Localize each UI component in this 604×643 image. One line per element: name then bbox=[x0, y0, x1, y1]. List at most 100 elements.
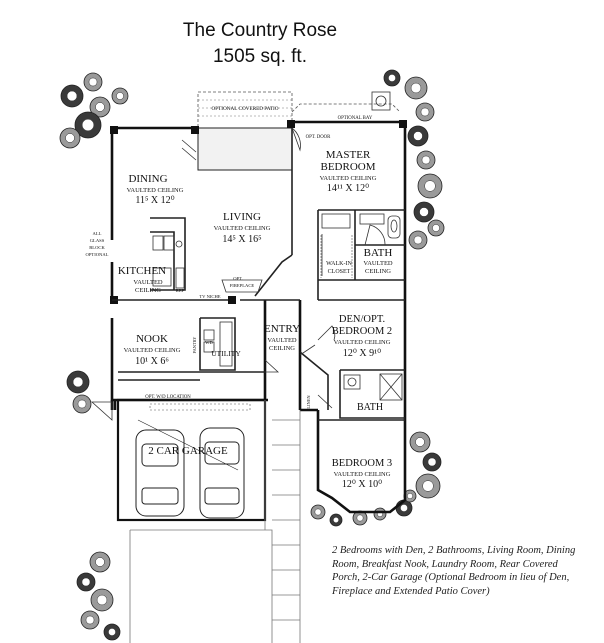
shrub-center bbox=[81, 577, 91, 587]
shrub-center bbox=[72, 376, 84, 388]
master-ceiling: VAULTED CEILING bbox=[320, 175, 377, 182]
garage bbox=[116, 398, 267, 522]
master-bath-fixtures bbox=[321, 213, 401, 276]
closet-label-1: WALK-IN bbox=[326, 261, 352, 267]
plan-square-footage: 1505 sq. ft. bbox=[212, 46, 307, 67]
living-label: LIVING bbox=[223, 211, 261, 223]
shrub-center bbox=[400, 504, 408, 512]
bay-note: OPTIONAL BAY bbox=[338, 116, 373, 121]
doors bbox=[90, 127, 386, 421]
shrub-center bbox=[81, 118, 95, 132]
driveway bbox=[129, 400, 301, 643]
bath1-ceiling-2: CEILING bbox=[365, 268, 391, 275]
shrub-center bbox=[427, 457, 437, 467]
shrub-center bbox=[421, 155, 431, 165]
plan-title: The Country Rose bbox=[182, 20, 338, 41]
dining-ceiling: VAULTED CEILING bbox=[127, 187, 184, 194]
living-dims: 14⁵ X 16⁵ bbox=[222, 234, 261, 245]
nook-ceiling: VAULTED CEILING bbox=[124, 347, 181, 354]
shrub-center bbox=[95, 102, 105, 112]
shrub-center bbox=[96, 594, 108, 606]
door-note: OPT. DOOR bbox=[306, 135, 331, 140]
shrub-center bbox=[432, 224, 440, 232]
shrub-center bbox=[356, 514, 364, 522]
bath1-label: BATH bbox=[364, 247, 393, 259]
kitchen-fixtures bbox=[152, 235, 185, 289]
shrub-center bbox=[415, 437, 425, 447]
shrub-center bbox=[85, 615, 95, 625]
kitchen-ceiling-2: CEILING bbox=[135, 287, 161, 294]
glass-note-4: OPTIONAL bbox=[86, 252, 109, 257]
fireplace-note-1: OPT. bbox=[233, 276, 243, 281]
kitchen-label: KITCHEN bbox=[118, 265, 166, 277]
ref-note: REF bbox=[176, 288, 185, 293]
plan-notes: OPTIONAL COVERED PATIO OPTIONAL BAY OPT.… bbox=[86, 106, 373, 409]
closet-shelving bbox=[320, 235, 353, 278]
plan-description: 2 Bedrooms with Den, 2 Bathrooms, Living… bbox=[332, 545, 576, 597]
dining-dims: 11⁵ X 12⁰ bbox=[135, 195, 174, 206]
shrub-center bbox=[410, 82, 422, 94]
garage-car-left bbox=[135, 429, 185, 517]
shrub-center bbox=[420, 107, 430, 117]
shrub-center bbox=[77, 399, 87, 409]
wd-location-note: OPT. W/D LOCATION bbox=[145, 395, 191, 400]
bath1-ceiling-1: VAULTED bbox=[363, 260, 393, 267]
shrub-center bbox=[88, 77, 98, 87]
utility-label: UTILITY bbox=[211, 349, 241, 358]
garage-car-right bbox=[199, 427, 245, 519]
den-dims: 12⁰ X 9¹⁰ bbox=[343, 348, 381, 359]
glass-note-2: GLASS bbox=[90, 238, 105, 243]
entry-label: ENTRY bbox=[264, 323, 300, 335]
shrub-center bbox=[424, 180, 436, 192]
room-labels: DINING VAULTED CEILING 11⁵ X 12⁰ LIVING … bbox=[118, 149, 393, 490]
bedroom3-label: BEDROOM 3 bbox=[332, 458, 392, 469]
garage-label: 2 CAR GARAGE bbox=[148, 445, 228, 457]
shrub-center bbox=[333, 517, 339, 523]
bedroom3-dims: 12⁰ X 10⁰ bbox=[342, 479, 382, 490]
den-ceiling: VAULTED CEILING bbox=[334, 339, 391, 346]
interior-walls bbox=[112, 128, 405, 421]
living-ceiling: VAULTED CEILING bbox=[214, 225, 271, 232]
shrub-center bbox=[314, 508, 322, 516]
shrub-center bbox=[108, 628, 116, 636]
bedroom3-ceiling: VAULTED CEILING bbox=[334, 471, 391, 478]
utility-fixtures bbox=[203, 321, 233, 367]
glass-note-3: BLOCK bbox=[89, 245, 105, 250]
bath2-label: BATH bbox=[357, 402, 383, 413]
den-label-1: DEN/OPT. bbox=[339, 314, 385, 325]
kitchen-ceiling-1: VAULTED bbox=[133, 279, 163, 286]
shrub-center bbox=[422, 480, 434, 492]
patio-note: OPTIONAL COVERED PATIO bbox=[211, 106, 278, 112]
den-label-2: BEDROOM 2 bbox=[332, 326, 392, 337]
entry-ceiling-2: CEILING bbox=[269, 345, 295, 352]
glass-note-1: ALL bbox=[93, 231, 102, 236]
shrub-center bbox=[65, 133, 75, 143]
nook-dims: 10¹ X 6⁶ bbox=[135, 356, 169, 367]
shrub-center bbox=[407, 493, 413, 499]
closet-label-2: CLOSET bbox=[328, 269, 351, 275]
master-label-1: MASTER bbox=[326, 149, 371, 161]
rose-emblem bbox=[371, 91, 391, 111]
shrub-center bbox=[95, 557, 105, 567]
wd-short-note: WD bbox=[205, 340, 213, 345]
hall-bath-fixtures bbox=[343, 373, 403, 401]
nook-label: NOOK bbox=[136, 333, 168, 345]
optional-bay-outline bbox=[291, 103, 401, 113]
tv-niche-note: TV NICHE bbox=[199, 294, 220, 299]
optional-fireplace bbox=[221, 279, 263, 293]
shrub-center bbox=[413, 235, 423, 245]
fireplace-note-2: FIREPLACE bbox=[230, 283, 255, 288]
shrub-center bbox=[116, 92, 124, 100]
entry-ceiling-1: VAULTED bbox=[267, 337, 297, 344]
linen-note: LINEN bbox=[306, 395, 311, 409]
shrub-center bbox=[419, 207, 429, 217]
shrub-center bbox=[388, 74, 396, 82]
optional-patio bbox=[197, 91, 293, 171]
shrub-center bbox=[413, 131, 423, 141]
shrub-center bbox=[66, 90, 78, 102]
master-label-2: BEDROOM bbox=[320, 161, 375, 173]
pantry-note: PANTRY bbox=[192, 336, 197, 354]
master-dims: 14¹¹ X 12⁰ bbox=[327, 183, 369, 194]
